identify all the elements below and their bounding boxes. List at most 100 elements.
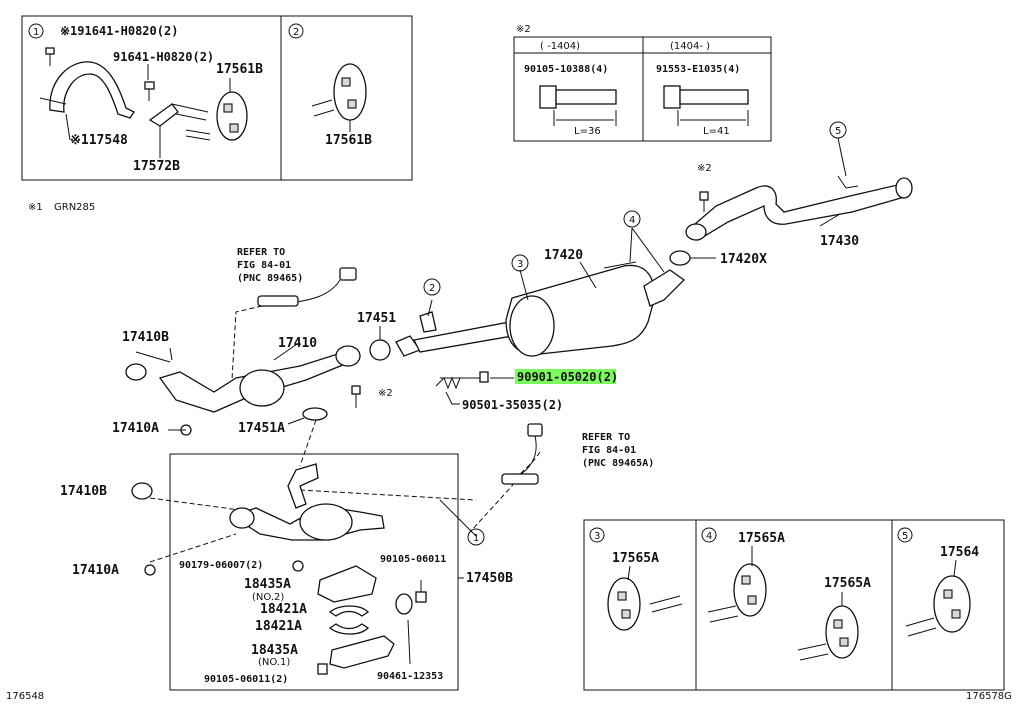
bolt-41-length: L=41	[703, 126, 730, 137]
part-17410a-lower[interactable]: 17410A	[72, 563, 119, 578]
part-17451[interactable]: 17451	[357, 311, 396, 326]
bolt-36-drawing	[539, 85, 617, 126]
part-17561b-b[interactable]: 17561B	[325, 133, 372, 148]
part-17564[interactable]: 17564	[940, 545, 979, 560]
heat-insulator-no2-drawing	[317, 565, 377, 603]
gasket-17420x-drawing	[669, 250, 691, 266]
part-17572b[interactable]: 17572B	[133, 159, 180, 174]
refer-text-1-line3: (PNC 89465)	[237, 273, 303, 284]
part-90179-06007[interactable]: 90179-06007(2)	[179, 560, 263, 571]
part-17410b-lower[interactable]: 17410B	[60, 484, 107, 499]
nut-17410a-lower-drawing	[144, 564, 156, 576]
part-90461-12353[interactable]: 90461-12353	[377, 671, 443, 682]
part-18435a-no2[interactable]: 18435A	[244, 577, 291, 592]
bolt-90105-10388[interactable]: 90105-10388(4)	[524, 64, 608, 75]
bolt-icon	[415, 580, 427, 603]
part-18435a-no1[interactable]: 18435A	[251, 643, 298, 658]
svg-text:5: 5	[902, 531, 908, 542]
svg-text:4: 4	[629, 215, 635, 226]
callout-5-main: 5	[829, 121, 847, 139]
bolt-spring-drawing	[435, 371, 489, 390]
part-17451a[interactable]: 17451A	[238, 421, 285, 436]
bolt-table: ※2 ( -1404) (1404- ) 90105-10388(4) 9155…	[513, 24, 772, 142]
heat-insulator-no1-drawing	[329, 635, 395, 669]
inset-top-left: 1 2 ※191641-H0820(2) 91641-H0820(2) 1756…	[21, 15, 413, 181]
bolt-table-col1-header: ( -1404)	[540, 41, 580, 52]
part-17450b[interactable]: 17450B	[466, 571, 513, 586]
part-17561b-a[interactable]: 17561B	[216, 62, 263, 77]
part-17410a-upper[interactable]: 17410A	[112, 421, 159, 436]
part-18421a-a[interactable]: 18421A	[260, 602, 307, 617]
part-17565a-c[interactable]: 17565A	[824, 576, 871, 591]
rubber-hanger-17561b-a-drawing	[216, 78, 248, 141]
bolt-icon	[699, 191, 709, 212]
callout-1-main: 1	[467, 528, 485, 546]
hanger-17572b-drawing	[148, 103, 179, 127]
part-90901-05020[interactable]: 90901-05020(2)	[517, 370, 618, 384]
refer-text-2-line2: FIG 84-01	[582, 445, 636, 456]
bolt-91553-e1035[interactable]: 91553-E1035(4)	[656, 64, 740, 75]
callout-4-inset: 4	[701, 527, 717, 543]
refer-text-2-line3: (PNC 89465A)	[582, 458, 654, 469]
catalytic-converter-17450b-drawing	[229, 463, 385, 541]
bolt-icon	[45, 47, 55, 66]
diagram-id-right: 176578G	[966, 691, 1012, 702]
svg-text:4: 4	[706, 531, 712, 542]
part-17430[interactable]: 17430	[820, 234, 859, 249]
callout-5-inset: 5	[897, 527, 913, 543]
bolt-table-title: ※2	[516, 24, 531, 35]
part-17410b-upper[interactable]: 17410B	[122, 330, 169, 345]
diagram-id-left: 176548	[6, 691, 44, 702]
rubber-hanger-17565a-a-drawing	[607, 565, 683, 631]
bolt-icon	[317, 663, 328, 675]
gasket-17451-drawing	[369, 339, 391, 361]
main-diagram: REFER TO FIG 84-01 (PNC 89465) REFER TO …	[60, 121, 913, 691]
rubber-hanger-17561b-b-drawing	[311, 63, 367, 132]
note-mark-2-b: ※2	[697, 163, 712, 174]
callout-1: 1	[33, 27, 39, 38]
part-17565a-a[interactable]: 17565A	[612, 551, 659, 566]
part-91641-h0820-star[interactable]: ※191641-H0820(2)	[60, 24, 178, 38]
svg-text:5: 5	[835, 126, 841, 137]
gasket-17410b-upper-drawing	[125, 363, 147, 381]
part-18421a-b[interactable]: 18421A	[255, 619, 302, 634]
bolt-icon	[351, 385, 361, 408]
part-17410[interactable]: 17410	[278, 336, 317, 351]
part-17420x[interactable]: 17420X	[720, 252, 767, 267]
callout-2-main: 2	[423, 278, 441, 296]
part-90105-06011-a[interactable]: 90105-06011	[380, 554, 446, 565]
part-90105-06011-b[interactable]: 90105-06011(2)	[204, 674, 288, 685]
svg-text:3: 3	[594, 531, 600, 542]
bolt-41-drawing	[663, 85, 749, 126]
note-mark-1: ※1	[28, 202, 43, 213]
catalytic-converter-box	[169, 453, 459, 691]
svg-text:2: 2	[429, 283, 435, 294]
refer-text-1-line2: FIG 84-01	[237, 260, 291, 271]
bracket-17548-drawing	[49, 61, 135, 119]
note-mark-2-a: ※2	[378, 388, 393, 399]
clip-90461-drawing	[395, 593, 413, 615]
bolt-table-col2-header: (1404- )	[670, 41, 710, 52]
bolt-icon	[144, 81, 155, 101]
part-17565a-b[interactable]: 17565A	[738, 531, 785, 546]
gasket-17451a-drawing	[302, 407, 328, 421]
part-90501-35035[interactable]: 90501-35035(2)	[462, 398, 563, 412]
clamp-18421a-drawing	[328, 605, 370, 635]
label-no2: (NO.2)	[252, 592, 284, 603]
tail-pipe-17430-drawing	[685, 175, 913, 241]
callout-2: 2	[293, 27, 299, 38]
label-no1: (NO.1)	[258, 657, 290, 668]
oxygen-sensor-upper-drawing	[231, 267, 357, 381]
callout-3-main: 3	[511, 254, 529, 272]
part-17548[interactable]: ※117548	[70, 133, 128, 148]
part-91641-h0820[interactable]: 91641-H0820(2)	[113, 50, 214, 64]
front-pipe-17410-drawing	[158, 345, 361, 413]
part-17420[interactable]: 17420	[544, 248, 583, 263]
center-pipe-drawing	[395, 311, 525, 357]
note-grn285: GRN285	[54, 202, 95, 213]
nut-90179-drawing	[292, 560, 304, 572]
refer-text-2-line1: REFER TO	[582, 432, 630, 443]
callout-3-inset: 3	[589, 527, 605, 543]
rubber-hanger-17565a-c-drawing	[797, 592, 859, 661]
